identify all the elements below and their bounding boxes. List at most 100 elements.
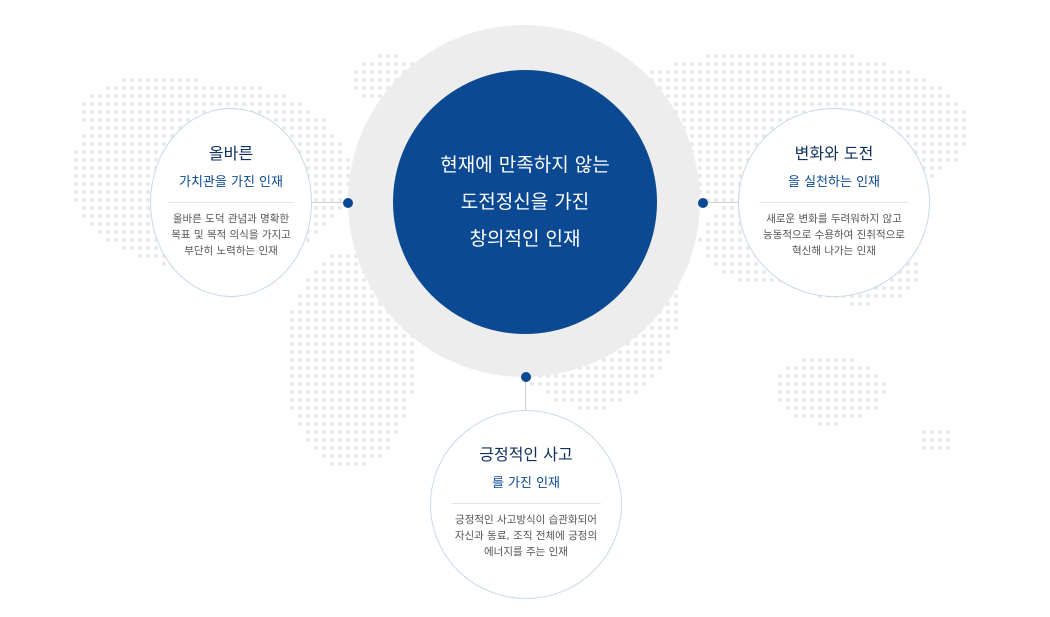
map-dot [714, 86, 718, 90]
map-dot [810, 102, 814, 106]
map-dot [338, 406, 342, 410]
map-dot [826, 374, 830, 378]
map-dot [338, 310, 342, 314]
map-dot [338, 150, 342, 154]
map-dot [314, 334, 318, 338]
map-dot [154, 134, 158, 138]
map-dot [314, 286, 318, 290]
map-dot [826, 358, 830, 362]
map-dot [730, 78, 734, 82]
map-dot [666, 70, 670, 74]
map-dot [802, 406, 806, 410]
map-dot [322, 382, 326, 386]
map-dot [618, 366, 622, 370]
map-dot [938, 102, 942, 106]
map-dot [162, 86, 166, 90]
map-dot [818, 414, 822, 418]
map-dot [330, 254, 334, 258]
map-dot [722, 134, 726, 138]
map-dot [98, 134, 102, 138]
map-dot [242, 86, 246, 90]
map-dot [826, 366, 830, 370]
map-dot [362, 318, 366, 322]
map-dot [890, 70, 894, 74]
map-dot [650, 334, 654, 338]
map-dot [290, 350, 294, 354]
map-dot [146, 158, 150, 162]
map-dot [842, 374, 846, 378]
map-dot [338, 182, 342, 186]
map-dot [802, 78, 806, 82]
map-dot [394, 430, 398, 434]
map-dot [402, 358, 406, 362]
map-dot [370, 94, 374, 98]
map-dot [706, 230, 710, 234]
map-dot [194, 110, 198, 114]
map-dot [162, 262, 166, 266]
map-dot [954, 158, 958, 162]
trait-desc-line: 능동적으로 수용하여 진취적으로 [763, 229, 905, 241]
map-dot [306, 126, 310, 130]
map-dot [378, 342, 382, 346]
map-dot [138, 110, 142, 114]
map-dot [714, 126, 718, 130]
map-dot [378, 62, 382, 66]
map-dot [394, 350, 398, 354]
map-dot [370, 78, 374, 82]
map-dot [666, 94, 670, 98]
map-dot [682, 62, 686, 66]
map-dot [122, 190, 126, 194]
map-dot [138, 254, 142, 258]
map-dot [866, 78, 870, 82]
map-dot [634, 374, 638, 378]
map-dot [378, 438, 382, 442]
map-dot [386, 334, 390, 338]
map-dot [378, 310, 382, 314]
map-dot [314, 198, 318, 202]
map-dot [586, 366, 590, 370]
map-dot [746, 118, 750, 122]
map-dot [178, 110, 182, 114]
map-dot [810, 358, 814, 362]
map-dot [762, 102, 766, 106]
map-dot [738, 86, 742, 90]
map-dot [778, 94, 782, 98]
map-dot [394, 326, 398, 330]
map-dot [714, 78, 718, 82]
map-dot [338, 382, 342, 386]
map-dot [314, 206, 318, 210]
map-dot [858, 390, 862, 394]
map-dot [338, 438, 342, 442]
map-dot [314, 358, 318, 362]
map-dot [938, 126, 942, 130]
map-dot [642, 334, 646, 338]
map-dot [698, 118, 702, 122]
map-dot [730, 134, 734, 138]
map-dot [346, 446, 350, 450]
map-dot [890, 286, 894, 290]
map-dot [730, 142, 734, 146]
map-dot [282, 118, 286, 122]
map-dot [738, 230, 742, 234]
map-dot [738, 150, 742, 154]
map-dot [706, 254, 710, 258]
map-dot [858, 398, 862, 402]
map-dot [722, 262, 726, 266]
map-dot [290, 342, 294, 346]
map-dot [314, 142, 318, 146]
map-dot [906, 94, 910, 98]
map-dot [722, 102, 726, 106]
connector-bottom [525, 377, 526, 411]
map-dot [882, 390, 886, 394]
map-dot [794, 94, 798, 98]
map-dot [330, 382, 334, 386]
map-dot [338, 254, 342, 258]
map-dot [842, 86, 846, 90]
map-dot [786, 110, 790, 114]
map-dot [322, 262, 326, 266]
map-dot [314, 310, 318, 314]
map-dot [346, 366, 350, 370]
map-dot [114, 198, 118, 202]
map-dot [354, 454, 358, 458]
map-dot [106, 118, 110, 122]
